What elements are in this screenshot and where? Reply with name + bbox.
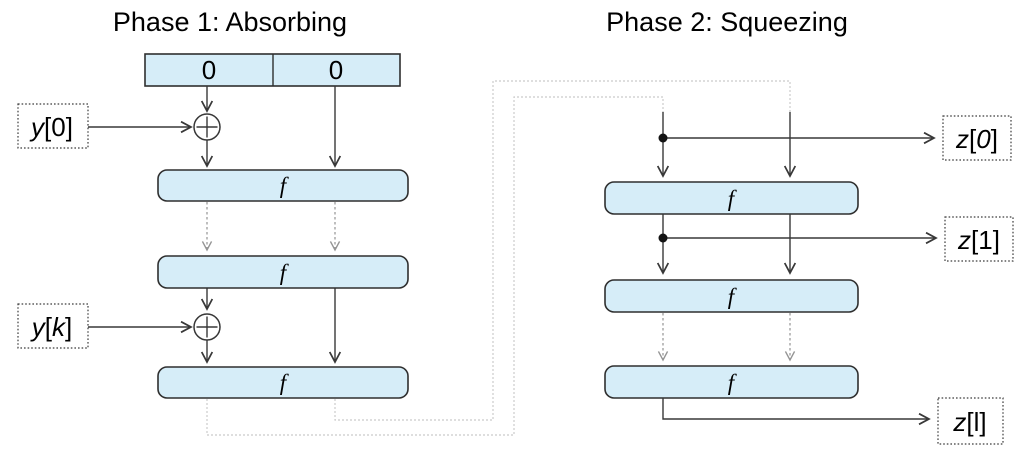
- output-z1-label: z[1]: [957, 225, 1000, 255]
- feedback-loop-inner: [206, 96, 664, 436]
- phase1-title: Phase 1: Absorbing: [113, 7, 347, 37]
- f-label: f: [280, 370, 290, 395]
- initial-state-box: 0 0: [144, 53, 401, 87]
- output-zl-label: z[l]: [952, 407, 986, 437]
- input-y0: y[0]: [17, 103, 89, 149]
- f-box-absorb-3: f: [157, 366, 409, 399]
- output-zl: z[l]: [937, 397, 1004, 445]
- branch-dot-z0: [658, 133, 668, 143]
- output-z0: z[0]: [942, 115, 1012, 161]
- f-label: f: [728, 370, 738, 395]
- xor1-node: [193, 113, 221, 141]
- input-yk: y[k]: [17, 303, 89, 349]
- f-box-squeeze-2: f: [604, 279, 859, 313]
- f-label: f: [728, 284, 738, 309]
- input-y0-label: y[0]: [29, 112, 73, 142]
- f-label: f: [728, 186, 738, 211]
- branch-dot-z1: [658, 233, 668, 243]
- state-cell-left: 0: [202, 55, 216, 85]
- xor2-node: [193, 313, 221, 341]
- f-label: f: [280, 260, 290, 285]
- f-box-absorb-2: f: [157, 255, 409, 289]
- input-yk-label: y[k]: [30, 312, 72, 342]
- arrow-fr3-to-zl: [662, 398, 931, 426]
- f-label: f: [280, 173, 290, 198]
- f-box-absorb-1: f: [157, 169, 409, 202]
- f-box-squeeze-1: f: [604, 181, 859, 215]
- feedback-loop-outer: [334, 80, 791, 421]
- state-cell-right: 0: [329, 55, 343, 85]
- output-z0-label: z[0]: [955, 124, 998, 154]
- output-z1: z[1]: [944, 216, 1014, 262]
- phase2-title: Phase 2: Squeezing: [606, 7, 848, 37]
- f-box-squeeze-3: f: [604, 365, 859, 399]
